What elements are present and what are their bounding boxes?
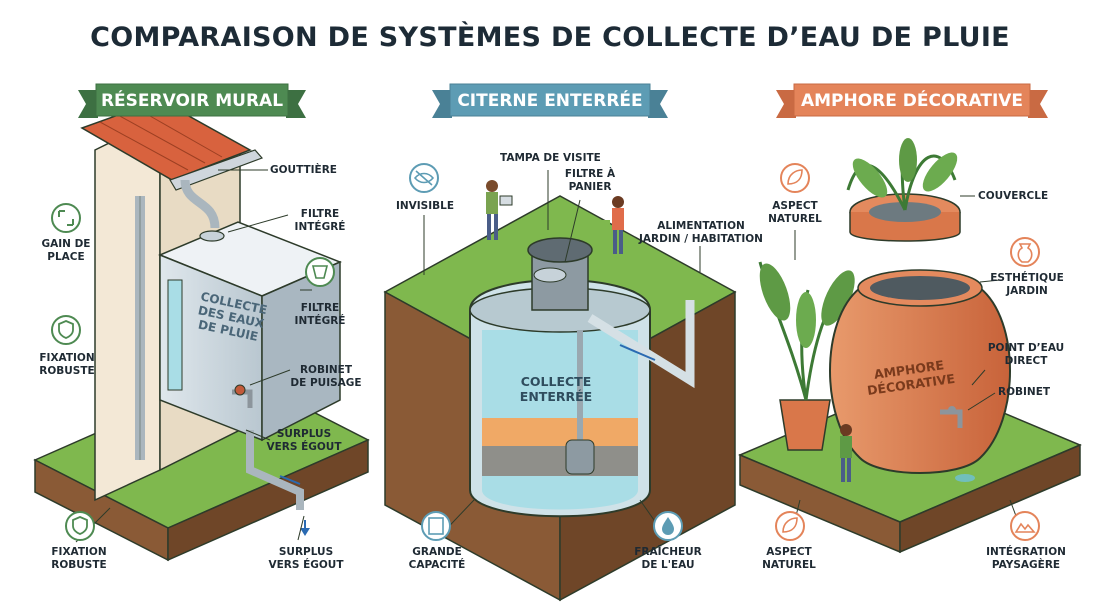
label-overflow-1: SURPLUS VERS ÉGOUT bbox=[266, 428, 342, 453]
leaf-icon-bottom bbox=[775, 511, 805, 541]
vase-icon bbox=[1010, 237, 1040, 267]
filter-icon bbox=[305, 257, 335, 287]
page-title: COMPARAISON DE SYSTÈMES DE COLLECTE D’EA… bbox=[90, 22, 1010, 53]
ribbon-cistern: CITERNE ENTERRÉE bbox=[432, 83, 668, 118]
label-filter-1: FILTRE INTÉGRÉ bbox=[294, 208, 346, 233]
tank-icon bbox=[421, 511, 451, 541]
label-integration: INTÉGRATION PAYSAGÈRE bbox=[986, 546, 1066, 571]
person-tablet bbox=[486, 180, 513, 240]
outlet-pipe bbox=[587, 300, 695, 389]
eye-off-icon bbox=[409, 163, 439, 193]
cistern bbox=[469, 237, 651, 518]
label-overflow-bottom: SURPLUS VERS ÉGOUT bbox=[268, 546, 344, 571]
label-water-point: POINT D’EAU DIRECT bbox=[987, 342, 1065, 367]
water-drop-icon bbox=[653, 511, 683, 541]
panel-title-1: RÉSERVOIR MURAL bbox=[101, 89, 283, 111]
amphora bbox=[829, 138, 1011, 474]
label-fixing: FIXATION ROBUSTE bbox=[39, 352, 95, 377]
ribbon-amphora: AMPHORE DÉCORATIVE bbox=[776, 83, 1048, 118]
label-tap-3: ROBINET bbox=[998, 386, 1051, 398]
label-aesthetic: ESTHÉTIQUE JARDIN bbox=[990, 272, 1064, 297]
downpipe bbox=[135, 179, 220, 460]
label-space: GAIN DE PLACE bbox=[41, 238, 91, 263]
label-invisible: INVISIBLE bbox=[395, 200, 455, 212]
overflow-pipe bbox=[246, 430, 304, 510]
label-filter-2: FILTRE INTÉGRÉ bbox=[294, 302, 346, 327]
label-natural: ASPECT NATUREL bbox=[768, 200, 822, 225]
tap-3 bbox=[940, 406, 963, 428]
shield-icon-bottom bbox=[65, 511, 95, 541]
amphora-panel: AMPHORE DÉCORATIVE bbox=[738, 83, 1082, 554]
label-capacity: GRANDE CAPACITÉ bbox=[408, 546, 466, 571]
label-basket-filter: FILTRE À PANIER bbox=[564, 168, 616, 193]
person-watering bbox=[600, 196, 624, 254]
cistern-label: COLLECTE ENTERRÉE bbox=[519, 374, 593, 404]
roof bbox=[80, 99, 264, 191]
landscape-icon bbox=[1010, 511, 1040, 541]
label-supply: ALIMENTATION JARDIN / HABITATION bbox=[639, 220, 763, 245]
label-fixing-bottom: FIXATION ROBUSTE bbox=[51, 546, 107, 571]
panel-title-3: AMPHORE DÉCORATIVE bbox=[801, 89, 1023, 111]
label-freshness: FRAÎCHEUR DE L'EAU bbox=[634, 546, 702, 571]
shield-icon bbox=[51, 315, 81, 345]
person-amphora bbox=[840, 424, 852, 482]
label-tap-1: ROBINET DE PUISAGE bbox=[290, 364, 362, 389]
ribbon-wall-tank: RÉSERVOIR MURAL bbox=[78, 83, 306, 118]
expand-icon bbox=[51, 203, 81, 233]
label-hatch: TAMPA DE VISITE bbox=[500, 152, 601, 164]
underground-panel: CITERNE ENTERRÉE bbox=[383, 83, 737, 602]
wall-tank bbox=[158, 221, 342, 442]
wall-tank-panel: RÉSERVOIR MURAL bbox=[33, 83, 370, 562]
label-lid: COUVERCLE bbox=[978, 190, 1049, 202]
panel-title-2: CITERNE ENTERRÉE bbox=[457, 89, 642, 111]
tap-1 bbox=[232, 384, 253, 408]
label-natural-bottom: ASPECT NATUREL bbox=[762, 546, 816, 571]
potted-plant bbox=[758, 261, 855, 451]
leaf-icon bbox=[780, 163, 810, 193]
label-gutter: GOUTTIÈRE bbox=[270, 164, 337, 176]
